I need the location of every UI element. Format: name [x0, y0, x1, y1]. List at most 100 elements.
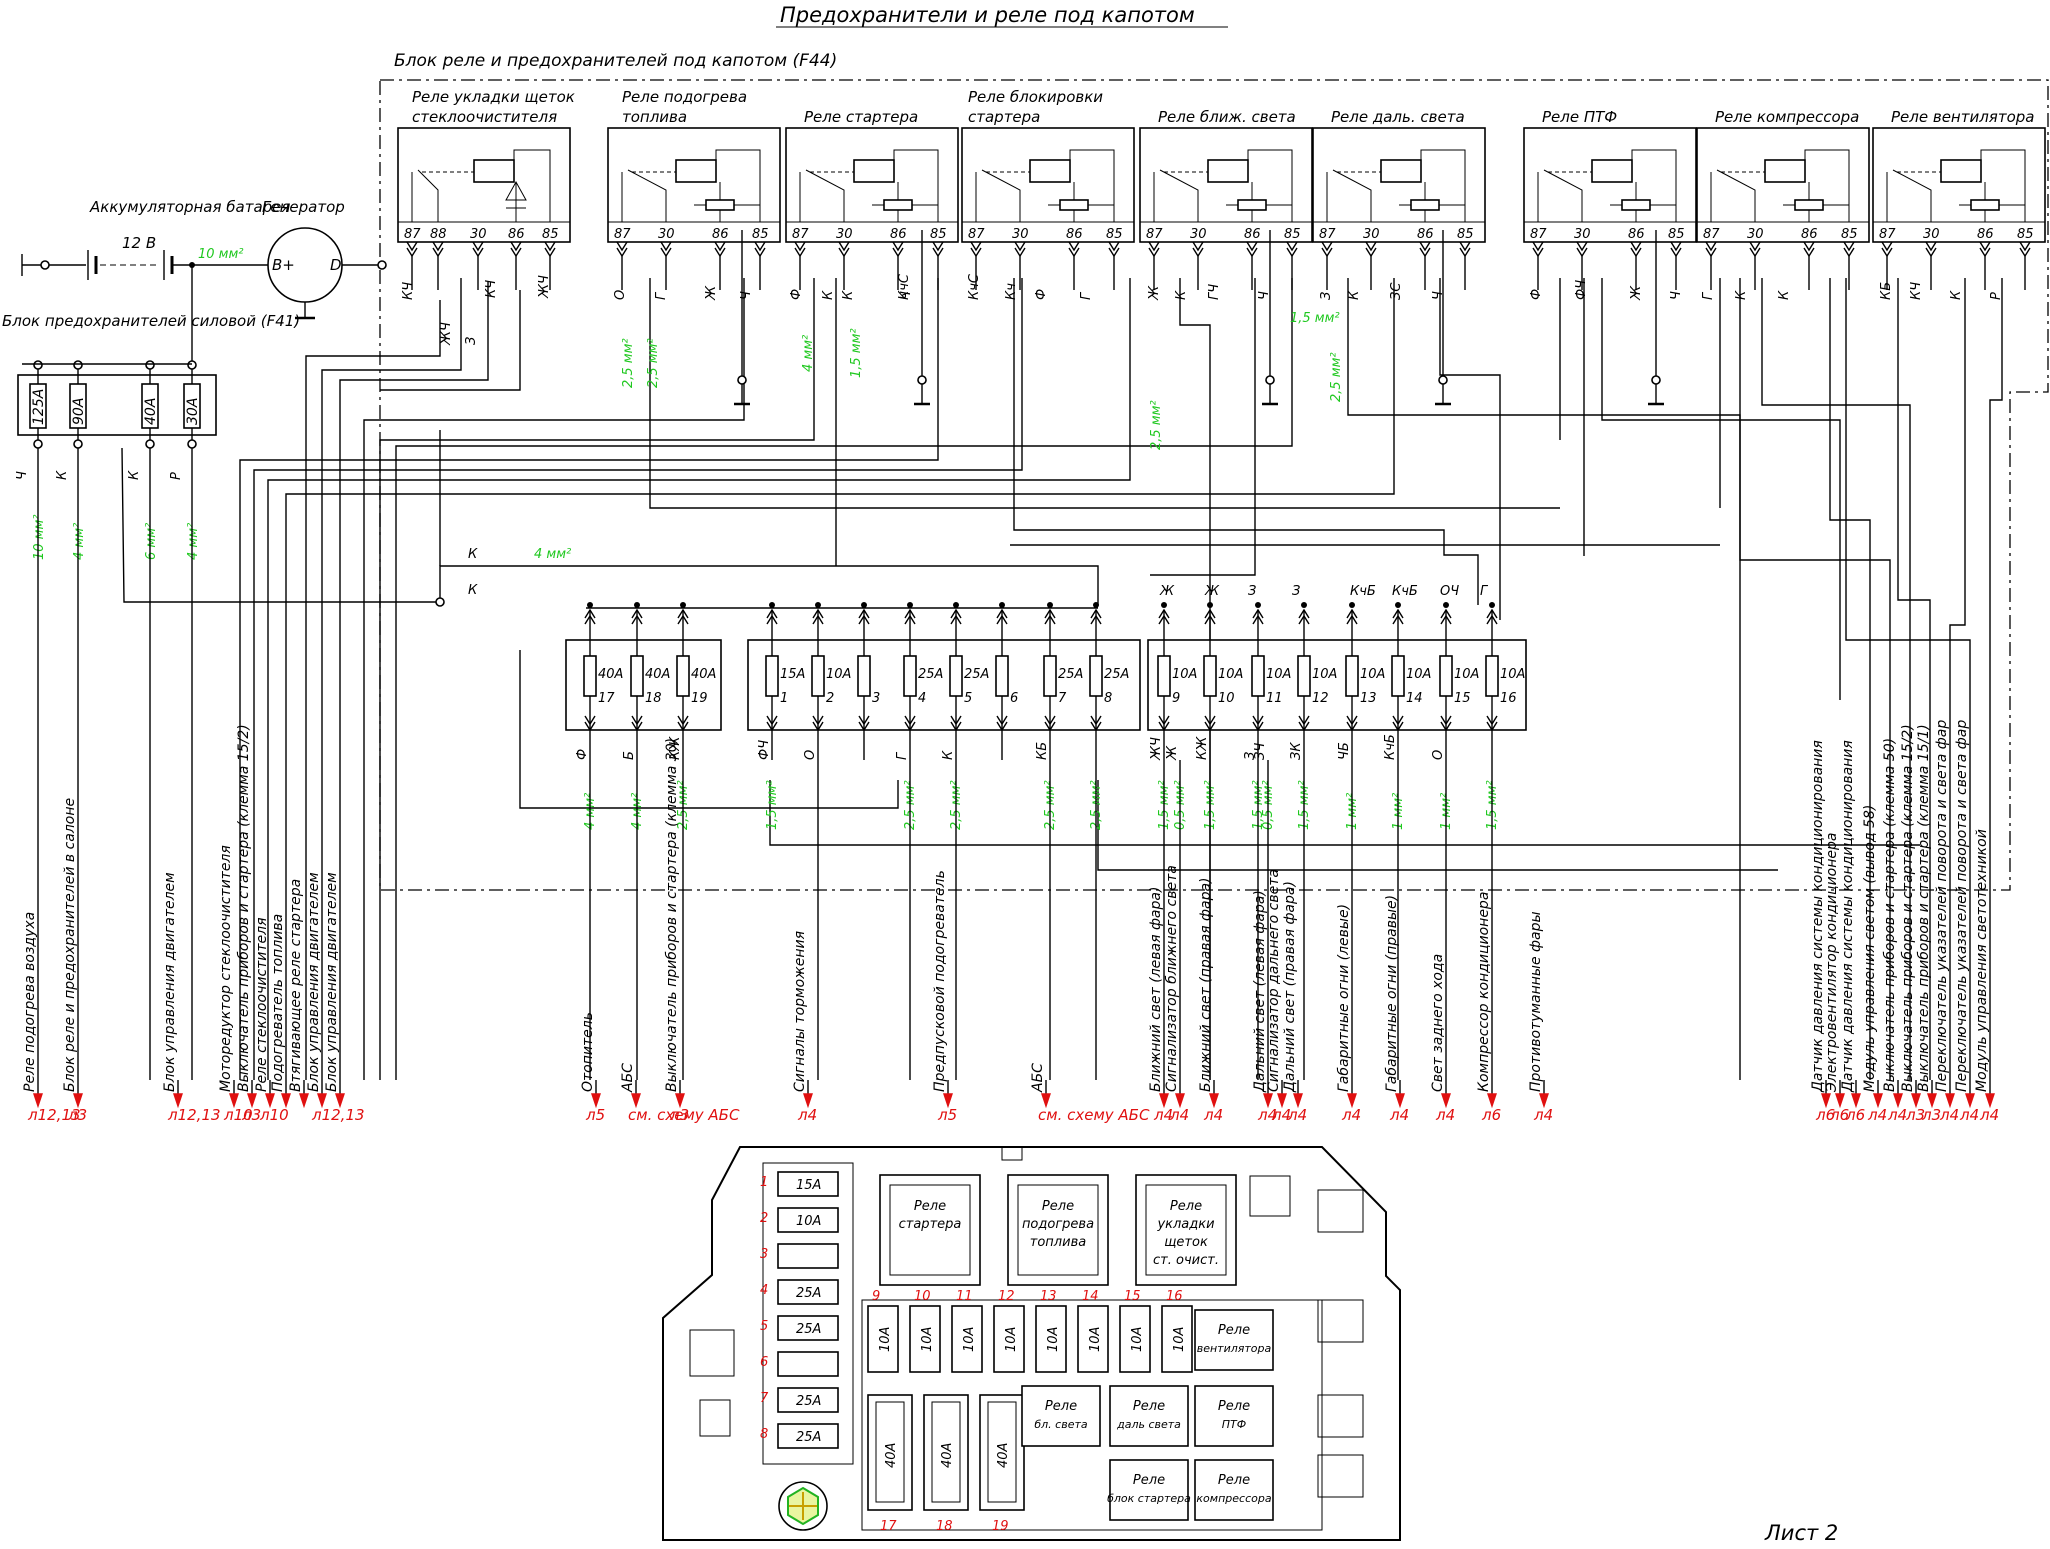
relay-pin-label: 86	[1066, 227, 1083, 242]
wire-section-label: 1,5 мм²	[1290, 311, 1340, 326]
destination: Переключатель указателей поворота и свет…	[1954, 720, 1979, 1124]
fuse-input-color: Ж	[1204, 584, 1220, 599]
svg-text:2: 2	[760, 1211, 768, 1226]
power-wire-color: К	[127, 470, 142, 480]
svg-text:л5: л5	[937, 1106, 957, 1124]
power-fuse-rating: 125А	[31, 389, 47, 425]
layout-fuse: 40А	[940, 1443, 955, 1468]
fuse-output-color: З	[1243, 752, 1258, 760]
destination: Габаритные огни (левые)л4	[1336, 904, 1361, 1124]
wiring	[121, 230, 2003, 1080]
wire-color-label: К	[1777, 290, 1792, 300]
svg-text:Выключатель приборов и стартер: Выключатель приборов и стартера (клемма …	[1900, 724, 1916, 1092]
svg-text:Датчик давления системы кондиц: Датчик давления системы кондиционировани…	[1840, 740, 1856, 1093]
svg-text:Переключатель указателей повор: Переключатель указателей поворота и свет…	[1934, 720, 1950, 1092]
svg-text:13: 13	[1040, 1289, 1057, 1304]
destination: Модуль управления светом (вывод 58)л4	[1862, 805, 1887, 1124]
svg-text:л6: л6	[1829, 1106, 1849, 1124]
ground-bolt-icon	[778, 1481, 828, 1531]
layout-relay: Реле	[914, 1199, 946, 1214]
svg-text:15А: 15А	[780, 667, 805, 682]
layout-fuse: 15А	[796, 1178, 821, 1193]
layout-relay: укладки	[1156, 1217, 1214, 1232]
svg-text:Реле ПТФ: Реле ПТФ	[1542, 108, 1617, 126]
svg-text:Сигналы торможения: Сигналы торможения	[792, 931, 808, 1092]
layout-fuse: 10А	[878, 1327, 893, 1352]
fuse-input-color: КчБ	[1350, 584, 1376, 599]
svg-text:40А: 40А	[645, 667, 670, 682]
svg-text:Выключатель приборов и стартер: Выключатель приборов и стартера (клемма …	[1882, 738, 1898, 1092]
layout-fuse: 10А	[1004, 1327, 1019, 1352]
layout-fuse: 10А	[1046, 1327, 1061, 1352]
svg-text:25А: 25А	[918, 667, 943, 682]
fuse-output-color: ФЧ	[757, 740, 772, 760]
relay-pin-label: 85	[752, 227, 769, 242]
svg-text:25А: 25А	[1104, 667, 1129, 682]
svg-text:л4: л4	[1341, 1106, 1361, 1124]
power-wire-section: 10 мм²	[32, 515, 47, 561]
svg-text:Аккумуляторная батарея: Аккумуляторная батарея	[89, 198, 290, 216]
svg-text:3: 3	[760, 1247, 768, 1262]
svg-text:л12,13: л12,13	[27, 1106, 81, 1124]
svg-text:B+: B+	[272, 256, 295, 274]
layout-relay: Реле	[1045, 1399, 1077, 1414]
layout-fuse: 25А	[796, 1286, 821, 1301]
fuse-output-color: КЖ	[1195, 736, 1210, 760]
svg-text:Переключатель указателей повор: Переключатель указателей поворота и свет…	[1954, 720, 1970, 1092]
svg-text:10А: 10А	[1172, 667, 1197, 682]
layout-relay: Реле	[1218, 1323, 1250, 1338]
svg-text:5: 5	[760, 1319, 768, 1334]
svg-text:л4: л4	[1257, 1106, 1277, 1124]
svg-text:л4: л4	[797, 1106, 817, 1124]
relay-pin-label: 86	[712, 227, 729, 242]
wire-color-label: Г	[654, 291, 669, 300]
svg-text:л4: л4	[1203, 1106, 1223, 1124]
layout-fuse: 25А	[796, 1394, 821, 1409]
relay-pin-label: 87	[1146, 227, 1163, 242]
svg-text:Реле подогрева: Реле подогрева	[622, 88, 747, 106]
svg-text:17: 17	[880, 1519, 897, 1534]
svg-text:10А: 10А	[1266, 667, 1291, 682]
svg-text:л4: л4	[1887, 1106, 1907, 1124]
svg-text:12: 12	[998, 1289, 1015, 1304]
destination: Подогреватель топлива	[270, 914, 291, 1109]
wire-color-label: Ф	[789, 289, 804, 300]
relay-pin-label: 30	[658, 227, 675, 242]
svg-text:D: D	[330, 256, 342, 274]
svg-text:9: 9	[872, 1289, 880, 1304]
svg-text:2: 2	[826, 691, 834, 706]
relay-pin-label: 86	[1801, 227, 1818, 242]
layout-relay: Реле	[1042, 1199, 1074, 1214]
fuse-output-color: Б	[622, 751, 637, 760]
svg-text:л4: л4	[1939, 1106, 1959, 1124]
fuse-output-color: КБ	[1035, 742, 1050, 760]
wire-color-label: Ч	[739, 291, 754, 300]
fuse-output-color: О	[1431, 750, 1446, 760]
svg-text:л4: л4	[1287, 1106, 1307, 1124]
relay-pin-label: 30	[1190, 227, 1207, 242]
relay-pin-label: 87	[1319, 227, 1336, 242]
layout-relay: Реле	[1218, 1399, 1250, 1414]
layout-relay: щеток	[1164, 1235, 1208, 1250]
svg-text:40А: 40А	[691, 667, 716, 682]
svg-text:см. схему АБС: см. схему АБС	[628, 1106, 740, 1124]
wire-section-label: 1,5 мм²	[849, 328, 864, 378]
fuse-output-color: КЖ	[668, 736, 683, 760]
relay-pin-label: 30	[1923, 227, 1940, 242]
svg-text:л12,13: л12,13	[167, 1106, 221, 1124]
svg-text:л12,13: л12,13	[311, 1106, 365, 1124]
wire-color-label: КчС	[897, 273, 912, 300]
